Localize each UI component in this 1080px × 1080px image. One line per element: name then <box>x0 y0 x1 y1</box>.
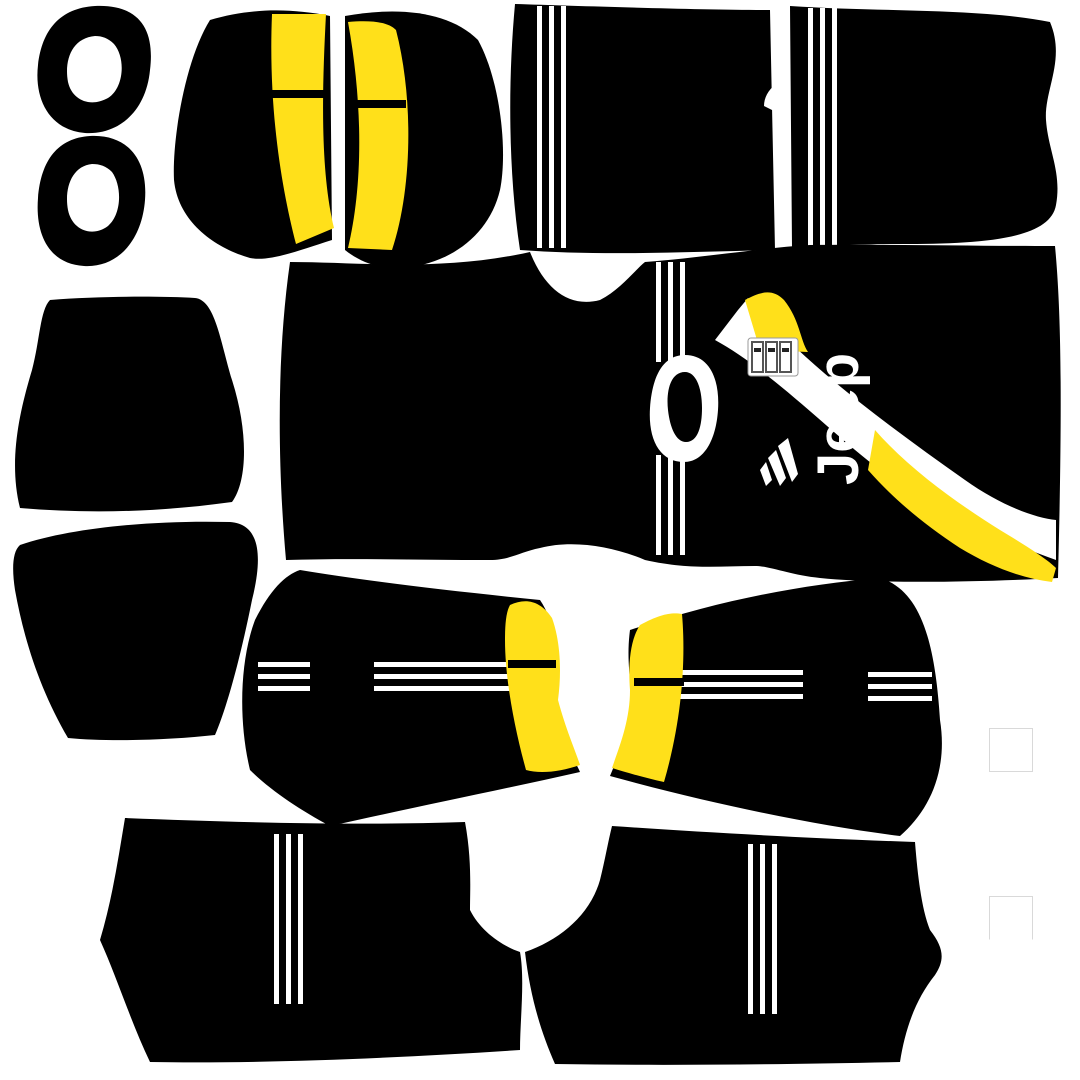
shirt-center-stripes-upper <box>656 262 685 362</box>
sleeve-top-left-accent-line <box>272 90 328 98</box>
sleeve-top-left-accent <box>271 14 334 244</box>
cuffs-left <box>13 296 258 741</box>
shorts-bottom-left-panel <box>100 818 523 1063</box>
sleeve-top-right-accent-line <box>356 100 406 108</box>
club-crest-icon <box>747 337 799 377</box>
shorts-top-left-stripes <box>537 6 566 248</box>
collar-rings <box>37 5 151 267</box>
sleeves-long <box>242 570 942 836</box>
sponsor-text: Jeep <box>806 353 871 485</box>
sleeve-long-right-cuff-line <box>634 678 684 686</box>
shirt-sash-white <box>715 298 1056 560</box>
cuff-upper <box>15 296 245 512</box>
sleeve-long-right-cuff-accent <box>612 613 684 782</box>
shirt-sash-yellow-upper <box>745 292 808 352</box>
shirt-collar-ring <box>649 355 719 462</box>
shirt-back-panel <box>279 252 645 560</box>
collar-ring-top <box>37 5 151 134</box>
shirt-center-stripes-lower <box>656 455 685 555</box>
shirt-body <box>279 244 1061 582</box>
sleeve-long-left <box>242 570 580 826</box>
sleeve-top-right-accent <box>348 21 409 250</box>
three-bars-logo-icon <box>760 438 798 486</box>
sleeve-long-left-cuff-accent <box>505 601 580 773</box>
shorts-top <box>510 4 1058 254</box>
sleeve-long-left-stripes <box>258 662 524 691</box>
color-swatch-lower <box>989 896 1033 940</box>
shorts-top-notch <box>764 84 776 112</box>
cuff-lower <box>13 521 258 741</box>
color-swatch-upper <box>989 728 1033 772</box>
shorts-top-left-panel <box>510 4 775 254</box>
shirt-sash-yellow-lower <box>868 430 1056 582</box>
shorts-bottom-left-stripes <box>274 834 303 1004</box>
shorts-bottom <box>100 818 942 1065</box>
sleeve-long-left-cuff-line <box>508 660 556 668</box>
shorts-top-right-stripes <box>808 8 837 246</box>
collar-ring-bottom <box>37 135 146 267</box>
shorts-top-right-panel <box>790 6 1058 248</box>
shorts-bottom-right-panel <box>525 826 942 1065</box>
sleeve-long-right-stripes <box>665 670 932 701</box>
shorts-bottom-right-stripes <box>748 844 777 1014</box>
sleeves-top <box>173 10 504 269</box>
sleeve-long-right <box>610 578 942 836</box>
